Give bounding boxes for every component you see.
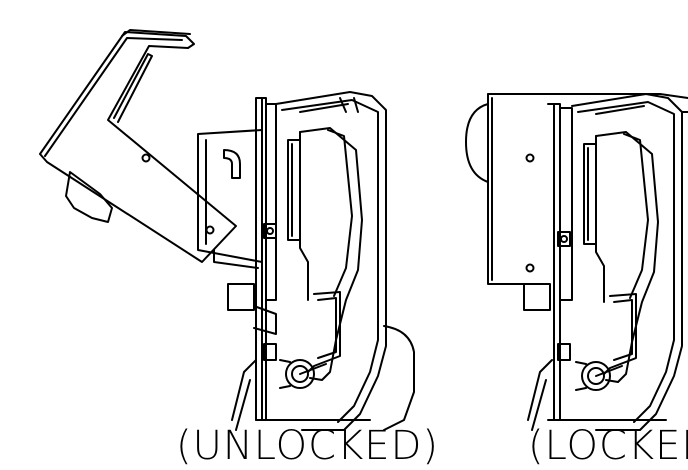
- locked-stop-block: [523, 283, 551, 311]
- cover-bumper: [65, 171, 113, 223]
- housing: [275, 91, 387, 431]
- locked-cover-hole-upper: [525, 153, 535, 163]
- locked-bumper: [465, 103, 489, 183]
- locked-housing: [571, 93, 688, 431]
- rear-bracket: [197, 129, 263, 269]
- locked-cover-hole-lower: [525, 263, 535, 273]
- lower-body: [231, 325, 415, 431]
- cover-hole-lower: [205, 225, 215, 235]
- caption-unlocked: (UNLOCKED): [176, 423, 439, 469]
- caption-locked: (LOCKED: [528, 423, 688, 469]
- locked-latch-mechanism: [583, 131, 659, 383]
- cover-hole-upper: [141, 153, 151, 163]
- closed-cover-plate: [487, 93, 688, 285]
- unlocked-assembly: [39, 29, 415, 431]
- stop-block: [227, 283, 255, 311]
- locked-mounting-plate: [547, 103, 573, 421]
- locked-lower-body: [527, 359, 667, 431]
- locked-assembly: [465, 93, 688, 431]
- pivot: [279, 359, 327, 389]
- locked-pivot: [575, 361, 623, 391]
- mounting-plate: [255, 97, 277, 421]
- open-cover-plate: [39, 29, 237, 263]
- latch-mechanism: [287, 127, 363, 381]
